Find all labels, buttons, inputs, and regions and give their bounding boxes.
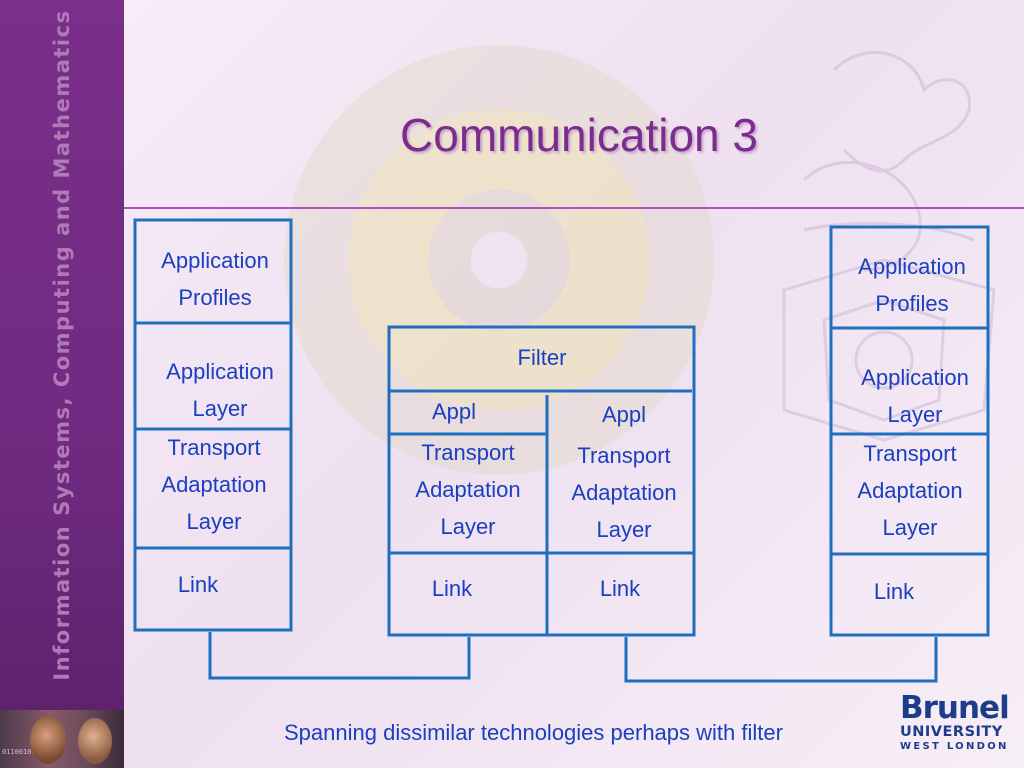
right-app-layer-line1: Application	[861, 365, 969, 390]
brunel-logo: Brunel UNIVERSITY WEST LONDON	[900, 692, 1012, 754]
left-profiles-line1: Application	[161, 248, 269, 273]
bridge-stack-box	[387, 325, 696, 637]
left-app-layer-line2: Layer	[192, 396, 248, 421]
bridge-link-left: Link	[431, 576, 473, 601]
bridge-appl-left: Appl	[431, 399, 477, 424]
logo-university-text: UNIVERSITY	[900, 724, 1003, 740]
right-transport-line2: Adaptation	[857, 478, 963, 503]
logo-west-london-text: WEST LONDON	[900, 741, 1009, 752]
bridge-link-right: Link	[599, 576, 641, 601]
right-link-connector	[624, 637, 938, 683]
slide-caption: Spanning dissimilar technologies perhaps…	[284, 720, 783, 745]
right-stack-box	[829, 225, 990, 637]
bridge-transport-right-line3: Layer	[596, 517, 652, 542]
right-link-label: Link	[873, 579, 915, 604]
bridge-transport-right-line2: Adaptation	[571, 480, 677, 505]
bridge-transport-left-line1: Transport	[421, 440, 515, 465]
sidebar-department-text: Information Systems, Computing and Mathe…	[50, 9, 74, 681]
protocol-stack-diagram	[133, 218, 990, 683]
university-crest-watermark	[782, 51, 996, 442]
left-link-connector	[208, 632, 471, 680]
logo-brunel-text: Brunel	[900, 690, 1010, 726]
right-app-layer-line2: Layer	[887, 402, 943, 427]
left-transport-line2: Adaptation	[161, 472, 267, 497]
bridge-transport-left-line2: Adaptation	[415, 477, 521, 502]
title-divider	[124, 207, 1024, 209]
right-profiles-line1: Application	[858, 254, 966, 279]
right-profiles-line2: Profiles	[875, 291, 949, 316]
slide-content: Communication 3 Application Profiles	[124, 0, 1024, 768]
bridge-transport-right-line1: Transport	[577, 443, 671, 468]
left-transport-line1: Transport	[167, 435, 261, 460]
bridge-filter-label: Filter	[517, 345, 567, 370]
people-photo: 0110010110	[0, 710, 124, 768]
bridge-appl-right: Appl	[601, 402, 647, 427]
left-app-layer-line1: Application	[166, 359, 274, 384]
left-profiles-line2: Profiles	[178, 285, 252, 310]
left-link-label: Link	[177, 572, 219, 597]
sidebar-banner: Information Systems, Computing and Mathe…	[0, 0, 124, 768]
bridge-transport-left-line3: Layer	[440, 514, 496, 539]
left-transport-line3: Layer	[186, 509, 242, 534]
slide-title: Communication 3	[400, 109, 758, 161]
cd-disc-background	[284, 45, 714, 475]
right-transport-line3: Layer	[882, 515, 938, 540]
left-stack-box	[133, 218, 293, 632]
right-transport-line1: Transport	[863, 441, 957, 466]
